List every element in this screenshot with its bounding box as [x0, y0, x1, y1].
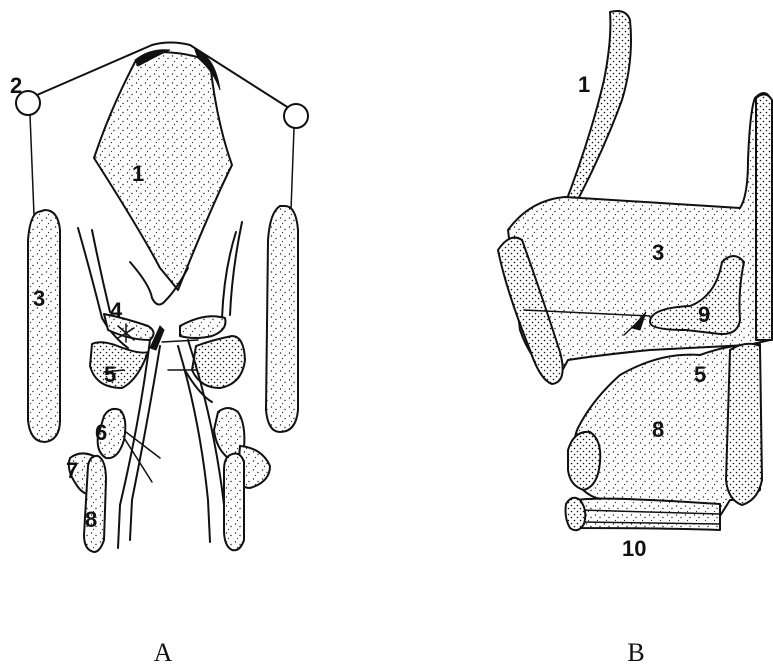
label-a-6: 6: [95, 420, 107, 445]
label-a-2: 2: [10, 73, 22, 98]
cricoid-anterior-ring: [568, 432, 600, 490]
cricoid-8-left: [84, 456, 106, 552]
label-b-5: 5: [694, 362, 706, 387]
vestibular-fold-4-right: [180, 316, 225, 338]
label-a-5: 5: [104, 362, 116, 387]
label-a-7: 7: [66, 458, 78, 483]
ventricle-line-1: [162, 340, 198, 342]
panel-b: 1 3 5 8 9 10 B: [498, 11, 772, 666]
label-a-8: 8: [85, 507, 97, 532]
label-b-1: 1: [578, 72, 590, 97]
epiglottis-b: [562, 11, 631, 218]
caption-a: A: [154, 638, 173, 666]
thyroid-lamina-left: [28, 210, 60, 442]
cricoid-posterior-lamina: [726, 344, 762, 505]
panel-a: 1 2 3 4 5 6 7 8 A: [10, 43, 308, 666]
tracheal-ring-end: [566, 498, 586, 531]
hyoid-horn-right: [284, 104, 308, 128]
vocal-fold-5-left: [90, 342, 148, 388]
thyroid-posterior-border: [756, 94, 772, 340]
vestibular-fold-right: [230, 222, 242, 315]
thyroid-lamina-right: [266, 206, 298, 432]
label-a-4: 4: [110, 298, 123, 323]
epiglottis: [94, 52, 232, 290]
label-b-10: 10: [622, 536, 646, 561]
caption-b: B: [627, 638, 644, 666]
vestibular-fold-left-inner: [92, 230, 110, 312]
label-a-3: 3: [33, 286, 45, 311]
tracheal-ring: [578, 499, 720, 530]
membrane-line-right: [291, 128, 294, 210]
label-b-8: 8: [652, 417, 664, 442]
cricoid-right: [224, 454, 244, 551]
label-b-3: 3: [652, 240, 664, 265]
label-b-9: 9: [698, 302, 710, 327]
membrane-line-left: [30, 115, 34, 215]
label-a-1: 1: [132, 161, 144, 186]
